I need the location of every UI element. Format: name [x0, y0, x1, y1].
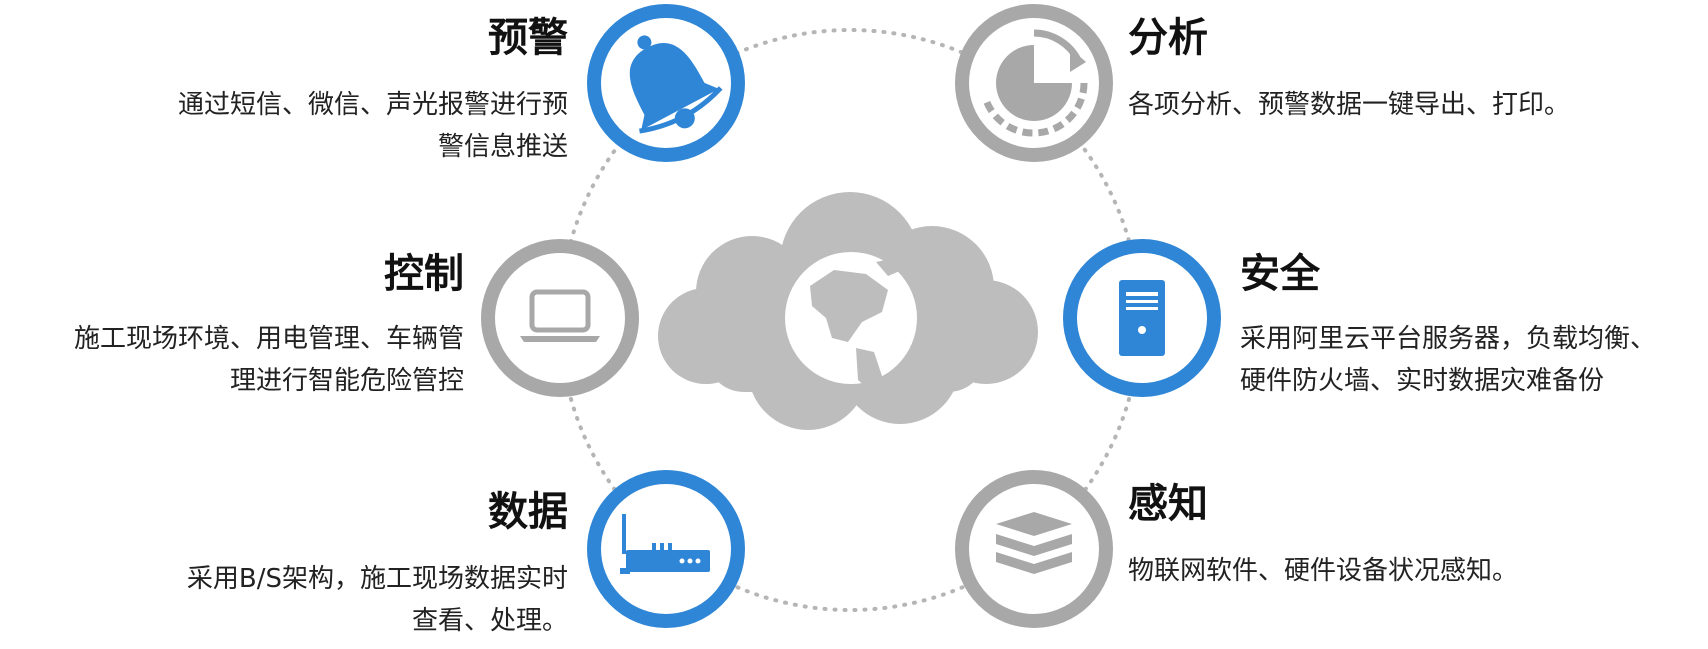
- data-desc-line2: 查看、处理。: [411, 606, 568, 636]
- perception-title: 感知: [1128, 481, 1208, 527]
- security-desc-line2: 硬件防火墙、实时数据灾难备份: [1240, 366, 1605, 396]
- warning-desc-line1: 通过短信、微信、声光报警进行预: [177, 90, 568, 120]
- perception-desc-line1: 物联网软件、硬件设备状况感知。: [1128, 556, 1519, 586]
- data-desc: 采用B/S架构，施工现场数据实时 查看、处理。: [108, 558, 568, 642]
- analysis-desc-line1: 各项分析、预警数据一键导出、打印。: [1128, 90, 1571, 120]
- data-ring: [587, 470, 745, 628]
- control-desc-line2: 理进行智能危险管控: [229, 366, 464, 396]
- bell-icon: [629, 35, 723, 134]
- data-desc-line1: 采用B/S架构，施工现场数据实时: [186, 564, 568, 594]
- control-node: [481, 239, 639, 397]
- perception-node: [955, 470, 1113, 628]
- security-title: 安全: [1240, 251, 1320, 297]
- router-icon: [620, 514, 710, 574]
- analysis-desc: 各项分析、预警数据一键导出、打印。: [1128, 84, 1688, 126]
- data-title: 数据: [488, 489, 568, 535]
- data-node: [587, 470, 745, 628]
- layers-icon: [996, 512, 1072, 574]
- security-node: [1063, 239, 1221, 397]
- pie-refresh-icon: [982, 29, 1088, 137]
- control-desc: 施工现场环境、用电管理、车辆管 理进行智能危险管控: [4, 318, 464, 402]
- control-desc-line1: 施工现场环境、用电管理、车辆管: [73, 324, 464, 354]
- control-title: 控制: [384, 251, 464, 297]
- analysis-title: 分析: [1128, 15, 1208, 61]
- warning-desc: 通过短信、微信、声光报警进行预 警信息推送: [108, 84, 568, 168]
- perception-desc: 物联网软件、硬件设备状况感知。: [1128, 550, 1688, 592]
- cloud-globe-icon: [658, 192, 1038, 430]
- security-desc-line1: 采用阿里云平台服务器，负载均衡、: [1240, 324, 1657, 354]
- warning-title: 预警: [488, 15, 568, 61]
- security-desc: 采用阿里云平台服务器，负载均衡、 硬件防火墙、实时数据灾难备份: [1240, 318, 1702, 402]
- warning-desc-line2: 警信息推送: [437, 132, 568, 162]
- warning-node: [587, 4, 745, 162]
- server-icon: [1119, 280, 1165, 356]
- analysis-node: [955, 4, 1113, 162]
- laptop-icon: [520, 289, 600, 342]
